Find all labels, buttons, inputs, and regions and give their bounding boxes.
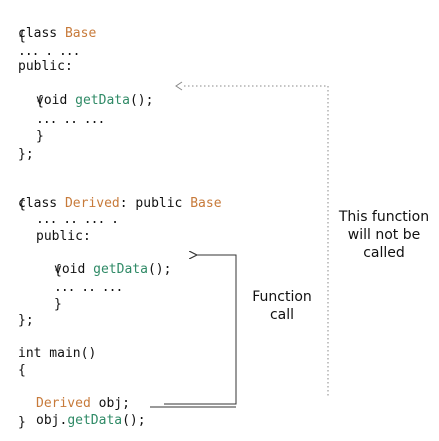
derived-method-name: getData xyxy=(93,262,148,277)
base-method-body-close: } xyxy=(36,129,44,144)
function-call-note-line-1: Function xyxy=(252,289,312,305)
main-method-call: obj.getData(); xyxy=(36,397,146,429)
derived-type-name: Derived xyxy=(36,396,91,411)
not-called-note-line-2: will not be xyxy=(347,227,421,243)
base-method-name: getData xyxy=(75,93,130,108)
derived-class-close: }; xyxy=(18,313,34,328)
dotted-not-called-connector xyxy=(184,85,329,396)
base-access-specifier: public: xyxy=(18,59,73,74)
derived-open-brace: { xyxy=(18,197,26,212)
not-called-note-line-3: called xyxy=(363,245,405,261)
main-signature: int main() xyxy=(18,346,97,361)
base-class-header: class Base xyxy=(18,10,96,42)
call-suffix: (); xyxy=(122,413,146,428)
base-class-close: }; xyxy=(18,147,34,162)
object-variable: obj; xyxy=(98,396,130,411)
base-method-suffix: (); xyxy=(129,93,154,108)
function-call-note-line-2: call xyxy=(269,307,295,323)
main-close-brace: } xyxy=(18,415,26,430)
base-method-body-dots: ... .. ... xyxy=(36,112,105,127)
function-call-connector xyxy=(164,255,237,405)
base-dots: ... . ... xyxy=(18,44,80,59)
call-object: obj. xyxy=(36,413,68,428)
inherited-base-name: Base xyxy=(190,196,222,211)
derived-access-specifier: public: xyxy=(36,229,91,244)
class-keyword: class xyxy=(18,26,58,41)
derived-method-suffix: (); xyxy=(147,262,172,277)
derived-method-body-dots: ... .. ... xyxy=(54,280,123,295)
main-object-declaration: Derived obj; xyxy=(36,380,130,412)
class-keyword: class xyxy=(18,196,58,211)
base-class-name: Base xyxy=(64,26,97,41)
derived-method-body-open: { xyxy=(54,263,62,278)
dotted-base-arrowhead xyxy=(175,81,183,91)
function-call-note: Function call xyxy=(236,288,328,324)
not-called-note: This function will not be called xyxy=(332,208,436,262)
main-open-brace: { xyxy=(18,363,26,378)
derived-method-declaration: void getData(); xyxy=(54,246,171,278)
not-called-note-line-1: This function xyxy=(338,209,430,225)
inheritance-clause: : public xyxy=(119,196,183,211)
base-method-body-open: { xyxy=(36,94,44,109)
base-method-return-type: void xyxy=(36,93,68,108)
derived-class-header: class Derived: public Base xyxy=(18,180,222,212)
derived-dots: ... .. ... . xyxy=(36,212,119,227)
derived-class-name: Derived xyxy=(64,196,120,211)
base-open-brace: { xyxy=(18,29,26,44)
call-method-name: getData xyxy=(67,413,123,428)
derived-method-return-type: void xyxy=(54,262,86,277)
base-method-declaration: void getData(); xyxy=(36,77,153,109)
derived-method-body-close: } xyxy=(54,297,62,312)
